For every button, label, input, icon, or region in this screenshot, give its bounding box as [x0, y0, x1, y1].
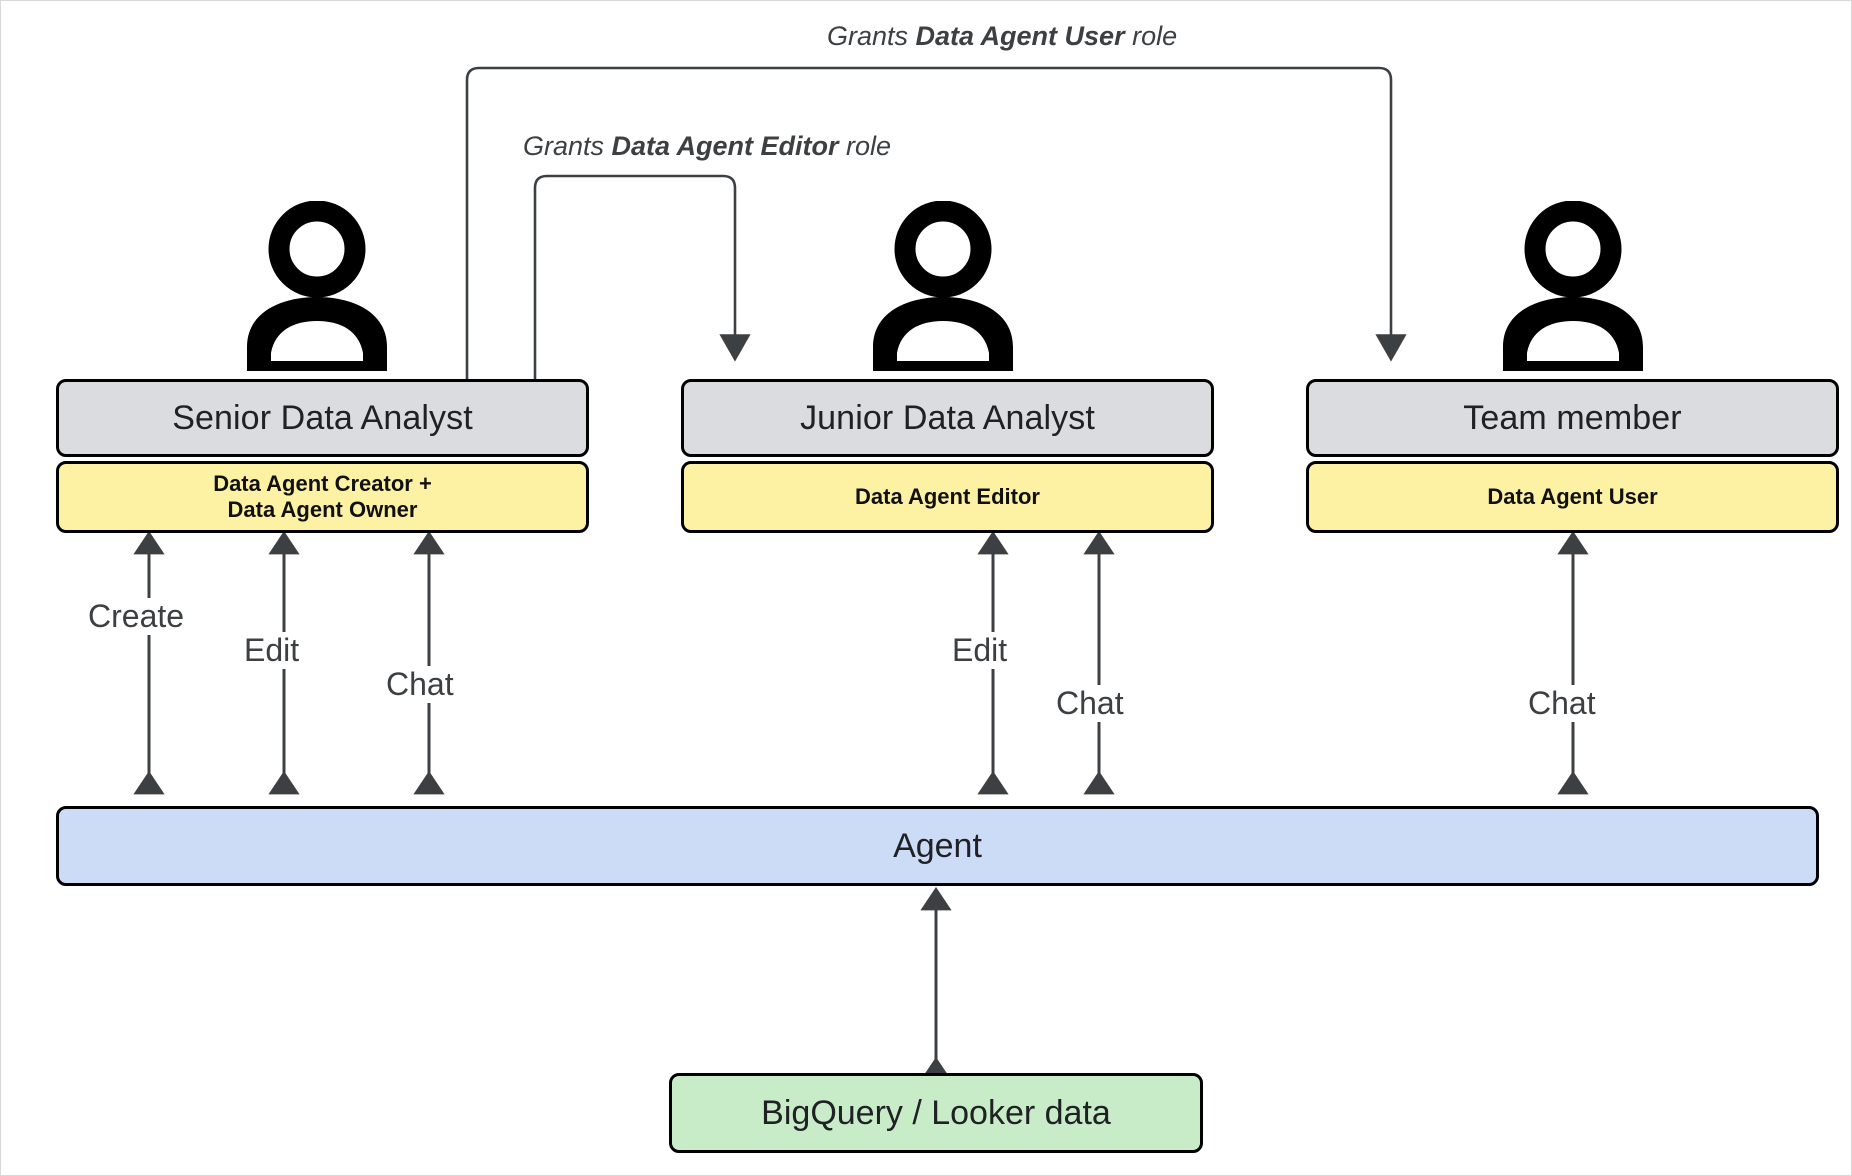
persona-title-label: Senior Data Analyst: [172, 398, 473, 437]
grant-editor-label: Grants Data Agent Editor role: [523, 131, 891, 162]
flow-label-chat-senior: Chat: [383, 666, 457, 703]
person-icon: [237, 200, 397, 371]
flow-label-edit-senior: Edit: [241, 632, 303, 669]
persona-title-team-member[interactable]: Team member: [1306, 379, 1839, 457]
grant-user-role: Data Agent User: [915, 21, 1125, 51]
grant-user-suffix: role: [1124, 21, 1178, 51]
person-icon: [1493, 200, 1653, 371]
flow-label-edit-junior: Edit: [949, 632, 1011, 669]
grant-editor-role: Data Agent Editor: [611, 131, 839, 161]
persona-roles-senior-data-analyst[interactable]: Data Agent Creator + Data Agent Owner: [56, 461, 589, 533]
role-badge-line: Data Agent User: [1487, 484, 1658, 510]
agent-label: Agent: [893, 826, 982, 865]
agent-box[interactable]: Agent: [56, 806, 1819, 886]
persona-title-label: Junior Data Analyst: [800, 398, 1095, 437]
datasource-box[interactable]: BigQuery / Looker data: [669, 1073, 1203, 1153]
grant-editor-suffix: role: [838, 131, 892, 161]
persona-roles-junior-data-analyst[interactable]: Data Agent Editor: [681, 461, 1214, 533]
flow-label-chat-team: Chat: [1525, 685, 1599, 722]
person-icon: [863, 200, 1023, 371]
role-badge-line: Data Agent Creator +: [213, 471, 432, 497]
persona-title-senior-data-analyst[interactable]: Senior Data Analyst: [56, 379, 589, 457]
persona-title-junior-data-analyst[interactable]: Junior Data Analyst: [681, 379, 1214, 457]
persona-title-label: Team member: [1463, 398, 1682, 437]
grant-user-prefix: Grants: [827, 21, 916, 51]
role-badge-line: Data Agent Owner: [227, 497, 418, 522]
datasource-label: BigQuery / Looker data: [761, 1093, 1111, 1132]
flow-label-chat-junior: Chat: [1053, 685, 1127, 722]
persona-roles-team-member[interactable]: Data Agent User: [1306, 461, 1839, 533]
grant-user-label: Grants Data Agent User role: [827, 21, 1177, 52]
grant-editor-prefix: Grants: [523, 131, 612, 161]
grant-editor-connector: [533, 174, 751, 381]
flow-label-create: Create: [85, 598, 188, 635]
role-badge-line: Data Agent Editor: [855, 484, 1040, 510]
